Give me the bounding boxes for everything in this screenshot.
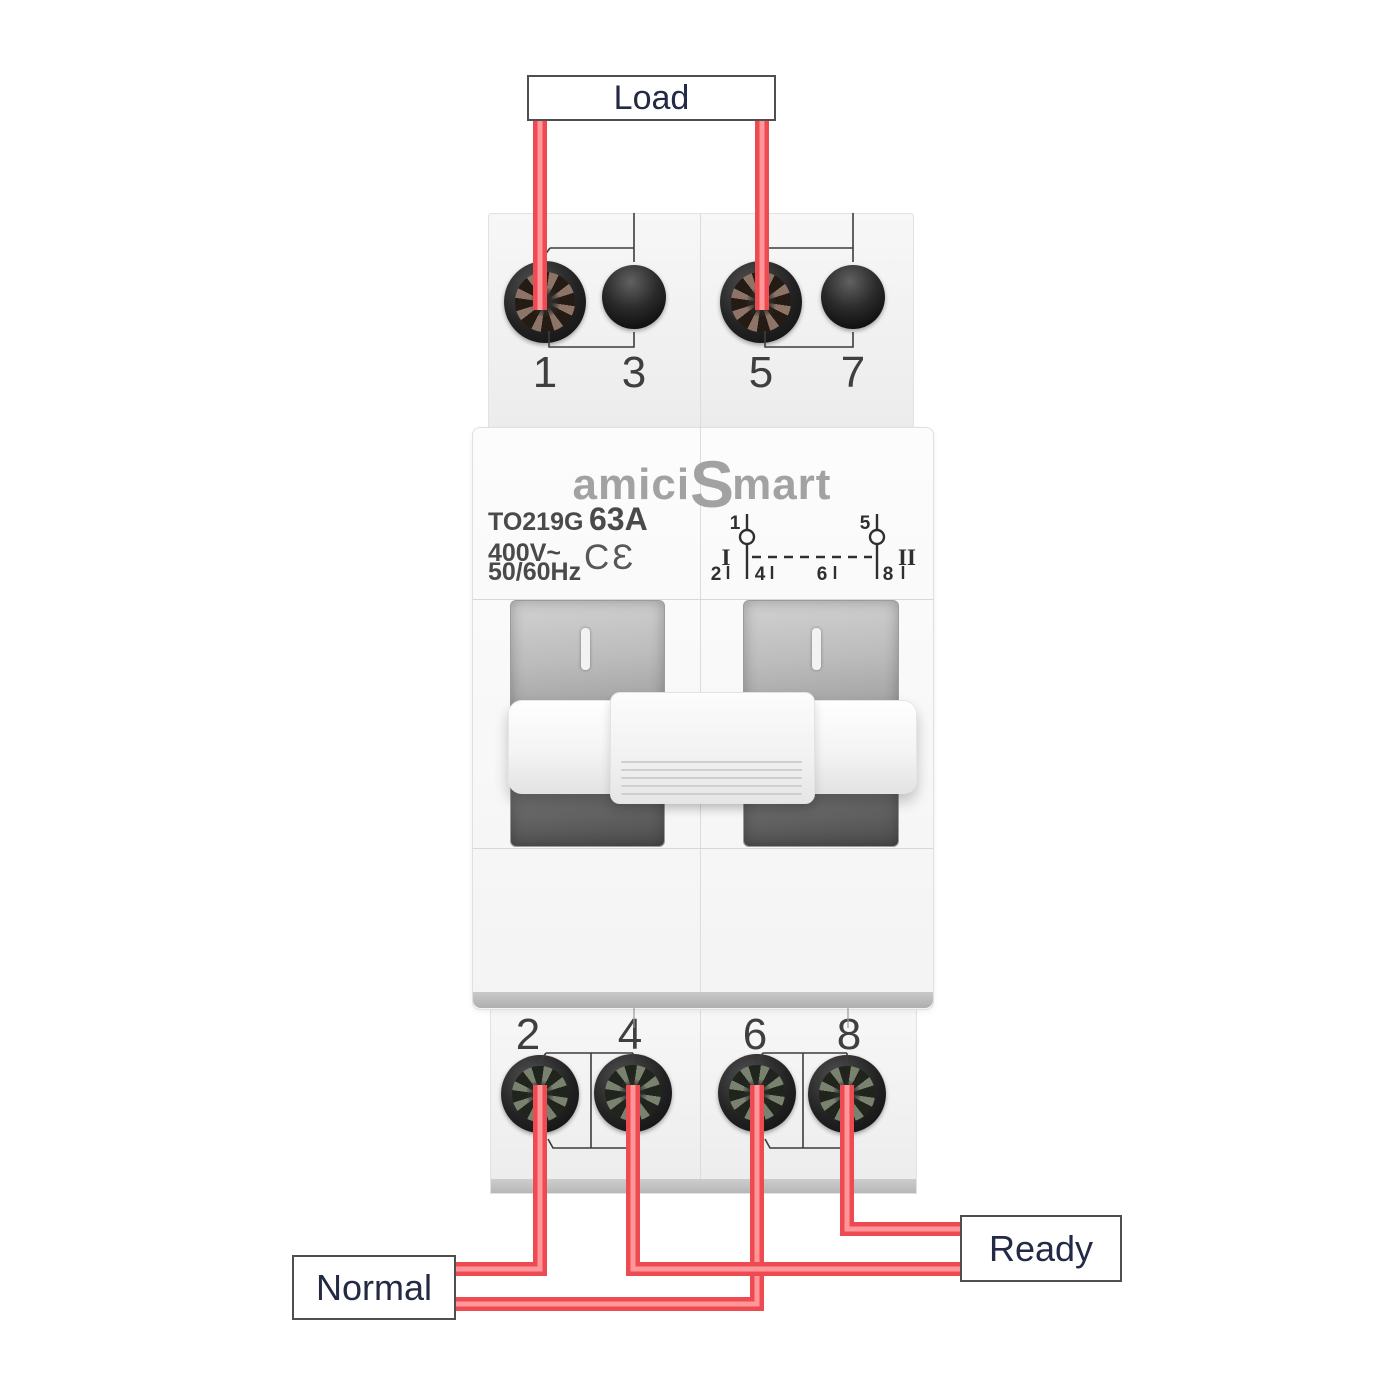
screw-core [618, 1078, 648, 1108]
terminal-label-7: 7 [840, 348, 866, 397]
schematic-position-ii: II [898, 545, 916, 570]
ce-mark: CƐ [584, 538, 637, 577]
load-label: Load [613, 78, 690, 117]
schematic-label: 2 [711, 564, 722, 585]
model-number: TO219G [488, 508, 584, 536]
schematic-label: 4 [755, 564, 766, 585]
screw-terminal-2 [501, 1055, 579, 1133]
brand-logo: amiciSmart [472, 446, 932, 522]
brand-text-post: mart [732, 460, 832, 509]
terminal-label-4: 4 [617, 1010, 643, 1059]
screw-terminal-4 [594, 1054, 672, 1132]
block-edge-band [491, 1179, 916, 1193]
schematic-contact-right [868, 528, 886, 546]
grip-rib [621, 769, 802, 771]
screw-terminal-3 [602, 265, 666, 329]
screw-terminal-5 [720, 261, 802, 343]
grip-rib [621, 793, 802, 795]
normal-label: Normal [315, 1266, 432, 1308]
grip-rib [621, 761, 802, 763]
position-indicator-slot [581, 628, 590, 670]
toggle-handle-grip[interactable] [610, 692, 815, 804]
schematic-position-i: I [722, 545, 731, 570]
screw-terminal-1 [504, 261, 586, 343]
ready-label: Ready [988, 1227, 1094, 1269]
body-edge-band [473, 992, 933, 1008]
ready-label-box: Ready [960, 1215, 1122, 1282]
terminal-label-2: 2 [515, 1010, 541, 1059]
voltage-rating: 400V~ [488, 539, 561, 567]
screw-terminal-8 [808, 1055, 886, 1133]
grip-rib [621, 785, 802, 787]
frequency-rating: 50/60Hz [488, 558, 582, 586]
screw-core [525, 1079, 555, 1109]
recess-bottom-seam [473, 848, 933, 849]
grip-rib [621, 777, 802, 779]
terminal-label-6: 6 [742, 1010, 768, 1059]
screw-core [746, 287, 776, 317]
schematic-label: 8 [883, 564, 894, 585]
brand-text-pre: amici [572, 460, 691, 509]
terminal-label-1: 1 [532, 348, 558, 397]
schematic-label: 6 [817, 564, 828, 585]
schematic-label: 1 [730, 513, 741, 534]
normal-label-box: Normal [292, 1255, 456, 1320]
load-label-box: Load [527, 75, 776, 121]
screw-terminal-7 [821, 265, 885, 329]
terminal-label-5: 5 [748, 348, 774, 397]
screw-core [530, 287, 560, 317]
current-rating: 63A [589, 501, 648, 537]
brand-s-swirl: S [690, 447, 734, 521]
recess-top-seam [473, 599, 933, 600]
schematic-contact-left [738, 528, 756, 546]
changeover-schematic: 1 5 I II 2 4 6 8 [711, 513, 916, 585]
screw-core [832, 1079, 862, 1109]
screw-terminal-6 [718, 1054, 796, 1132]
module-seam [700, 1009, 701, 1193]
schematic-label: 5 [860, 513, 871, 534]
module-seam [700, 214, 701, 428]
terminal-label-8: 8 [836, 1010, 862, 1059]
screw-core [742, 1078, 772, 1108]
terminal-label-3: 3 [621, 348, 647, 397]
position-indicator-slot [812, 628, 821, 670]
